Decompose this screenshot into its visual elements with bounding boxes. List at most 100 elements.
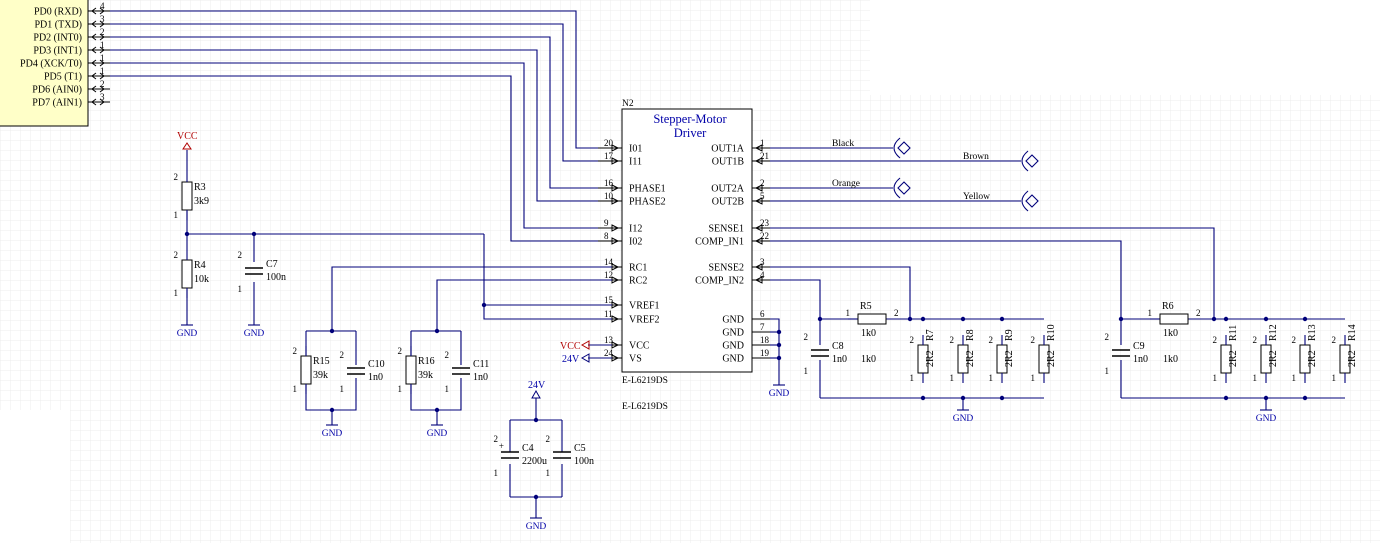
part-value: 100n — [574, 456, 594, 467]
gnd-label: GND — [769, 389, 790, 399]
driver-pin-number: 1 — [760, 138, 765, 148]
driver-pin-label: VCC — [629, 341, 650, 352]
mcu-pin-number: 4 — [100, 1, 105, 11]
gnd-symbol: GND — [1256, 409, 1276, 424]
mcu-pin[interactable]: PD3 (INT1)1 — [33, 40, 110, 57]
part-value-secondary: 1k0 — [861, 354, 876, 365]
pin-mark: 2 — [1031, 335, 1036, 345]
gnd-symbol: GND — [953, 409, 973, 424]
driver-pin-number: 23 — [760, 218, 770, 228]
stepper-driver-ic[interactable]: N2 Stepper-Motor Driver E-L6219DS E-L621… — [598, 99, 778, 412]
v24-symbol-driver: 24V — [562, 353, 590, 365]
mcu-pin[interactable]: PD1 (TXD)3 — [35, 14, 111, 31]
part-value: 2R2 — [1228, 350, 1239, 367]
mcu-pin[interactable]: PD0 (RXD)4 — [34, 1, 110, 18]
part-value: 2R2 — [1268, 350, 1279, 367]
driver-pin-label: I12 — [629, 224, 642, 235]
sense-network-1 — [1118, 316, 1345, 410]
driver-pin-number: 5 — [760, 191, 765, 201]
part-ref: R16 — [418, 356, 435, 367]
connector-black[interactable] — [893, 137, 911, 159]
pin-mark: 2 — [989, 335, 994, 345]
mcu-pin-number: 1 — [100, 66, 105, 76]
part-ref: R3 — [194, 182, 206, 193]
mcu-pin[interactable]: PD5 (T1)1 — [44, 66, 110, 83]
pin-mark: 1 — [1253, 373, 1258, 383]
driver-pin-number: 7 — [760, 322, 765, 332]
pin-mark: 2 — [1332, 335, 1337, 345]
pin-mark: 2 — [910, 335, 915, 345]
mcu-pin[interactable]: PD4 (XCK/T0)1 — [20, 53, 110, 70]
pin-mark: 1 — [546, 468, 551, 478]
driver-pin-label: OUT2B — [712, 197, 745, 208]
part-value: 2R2 — [925, 350, 936, 367]
pin-mark: 2 — [494, 434, 499, 444]
driver-title-line1: Stepper-Motor — [653, 112, 727, 126]
connector-orange[interactable] — [893, 177, 911, 199]
part-ref: C5 — [574, 443, 586, 454]
driver-pin-number: 2 — [760, 178, 765, 188]
part-value: 1k0 — [1163, 328, 1178, 339]
driver-part-name: E-L6219DS — [622, 402, 668, 412]
vcc-symbol: VCC — [177, 131, 198, 150]
connector-brown[interactable] — [1021, 150, 1039, 172]
capacitor-c5[interactable]: 2 1 C5 100n — [546, 434, 595, 478]
driver-pin-number: 20 — [604, 138, 614, 148]
driver-pin-label: OUT1A — [711, 144, 745, 155]
mcu-body — [0, 0, 89, 127]
mcu-pin[interactable]: PD2 (INT0)2 — [33, 27, 110, 44]
pin-mark: 2 — [293, 346, 298, 356]
driver-pin-number: 8 — [604, 231, 609, 241]
part-value: 1n0 — [368, 372, 383, 383]
pin-mark: 2 — [174, 172, 179, 182]
driver-title-line2: Driver — [674, 126, 707, 140]
pin-mark: 1 — [1213, 373, 1218, 383]
driver-pin-label: COMP_IN2 — [695, 276, 744, 287]
mcu-pin[interactable]: PD6 (AIN0)2 — [32, 79, 110, 96]
gnd-symbol: GND — [244, 324, 264, 339]
svg-text:24V: 24V — [562, 354, 580, 365]
pin-mark: 1 — [1148, 308, 1153, 318]
pin-mark: 1 — [804, 366, 809, 376]
part-value: 1n0 — [1133, 354, 1148, 365]
driver-body — [621, 108, 753, 373]
driver-pin-number: 16 — [604, 178, 614, 188]
driver-pin-label: GND — [722, 315, 744, 326]
wire-label-orange: Orange — [832, 179, 860, 189]
pin-mark: 2 — [1292, 335, 1297, 345]
pin-mark: 2 — [950, 335, 955, 345]
connector-yellow[interactable] — [1021, 190, 1039, 212]
part-ref: R8 — [965, 329, 976, 341]
mcu-pin[interactable]: PD7 (AIN1)3 — [32, 92, 110, 109]
pin-mark: 1 — [398, 384, 403, 394]
pin-mark: 2 — [546, 434, 551, 444]
gnd-label: GND — [427, 429, 448, 439]
